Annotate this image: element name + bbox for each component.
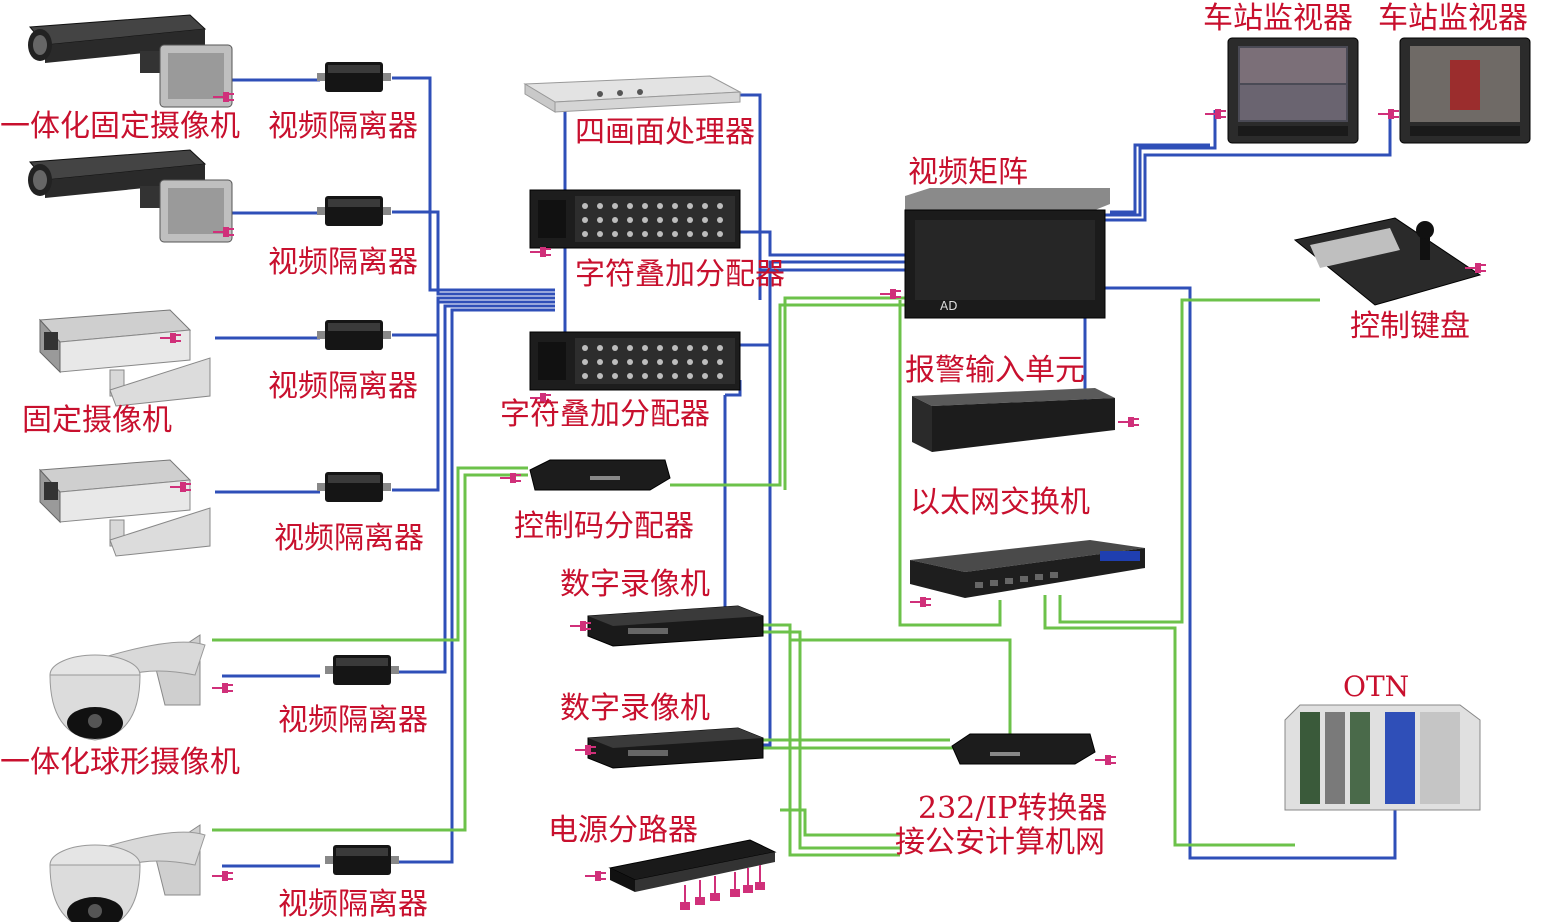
camera-box-2-icon <box>39 459 211 557</box>
label-otn: OTN <box>1343 670 1410 703</box>
label-isolator-5: 视频隔离器 <box>278 703 428 738</box>
plug-icon <box>1117 416 1140 428</box>
char-distributor-1-icon <box>529 189 741 249</box>
label-dvr-2: 数字录像机 <box>560 691 710 726</box>
label-dvr-1: 数字录像机 <box>560 567 710 602</box>
label-ethernet-switch: 以太网交换机 <box>910 485 1090 520</box>
plug-icon <box>909 596 932 608</box>
label-converter-2: 接公安计算机网 <box>895 825 1105 860</box>
label-camera-dome: 一体化球形摄像机 <box>0 745 240 780</box>
label-char-distributor-2: 字符叠加分配器 <box>500 397 710 432</box>
svg-text:AD: AD <box>940 299 957 313</box>
otn-icon <box>1284 704 1481 811</box>
dome-camera-1-icon <box>49 634 206 741</box>
plug-icon <box>1094 754 1117 766</box>
monitor-2-icon <box>1399 37 1531 144</box>
label-isolator-6: 视频隔离器 <box>278 887 428 922</box>
label-camera-fixed-2: 固定摄像机 <box>22 403 172 438</box>
label-isolator-1: 视频隔离器 <box>268 109 418 144</box>
converter-icon <box>951 733 1096 765</box>
label-char-distributor-1: 字符叠加分配器 <box>575 257 785 292</box>
control-keyboard-icon <box>1293 217 1482 306</box>
label-isolator-4: 视频隔离器 <box>274 521 424 556</box>
alarm-unit-icon <box>912 388 1115 452</box>
label-camera-fixed-1: 一体化固定摄像机 <box>0 109 240 144</box>
plug-icon <box>211 682 234 694</box>
video-matrix-icon: AD <box>904 188 1110 319</box>
plug-icon <box>211 870 234 882</box>
char-distributor-2-icon <box>529 331 741 391</box>
plug-icon <box>1377 108 1400 120</box>
isolator-1-icon <box>317 62 391 92</box>
label-monitor-2: 车站监视器 <box>1378 1 1528 36</box>
plug-icon <box>584 870 607 882</box>
isolator-3-icon <box>317 320 391 350</box>
camera-fixed-1-icon <box>27 14 233 108</box>
label-monitor-1: 车站监视器 <box>1203 1 1353 36</box>
isolator-4-icon <box>317 472 391 502</box>
isolator-6-icon <box>325 845 399 875</box>
label-power-splitter: 电源分路器 <box>548 813 698 848</box>
dome-camera-2-icon <box>49 824 206 922</box>
isolator-2-icon <box>317 196 391 226</box>
ethernet-switch-icon <box>910 540 1145 598</box>
label-converter-1: 232/IP转换器 <box>918 791 1108 826</box>
label-video-matrix: 视频矩阵 <box>908 155 1028 190</box>
label-control-distributor: 控制码分配器 <box>514 509 694 544</box>
label-alarm-unit: 报警输入单元 <box>905 353 1085 388</box>
monitor-1-icon <box>1227 37 1359 144</box>
label-isolator-2: 视频隔离器 <box>268 245 418 280</box>
label-quad-processor: 四画面处理器 <box>575 115 755 150</box>
plug-icon <box>1204 108 1227 120</box>
dvr-1-icon <box>587 605 764 647</box>
camera-fixed-2-icon <box>27 149 233 243</box>
label-control-keyboard: 控制键盘 <box>1350 309 1470 344</box>
label-isolator-3: 视频隔离器 <box>268 369 418 404</box>
camera-box-1-icon <box>39 309 211 407</box>
power-splitter-icon <box>608 839 777 910</box>
dvr-2-icon <box>587 727 764 769</box>
control-distributor-icon <box>529 459 671 491</box>
quad-processor-icon <box>523 75 742 113</box>
isolator-5-icon <box>325 655 399 685</box>
